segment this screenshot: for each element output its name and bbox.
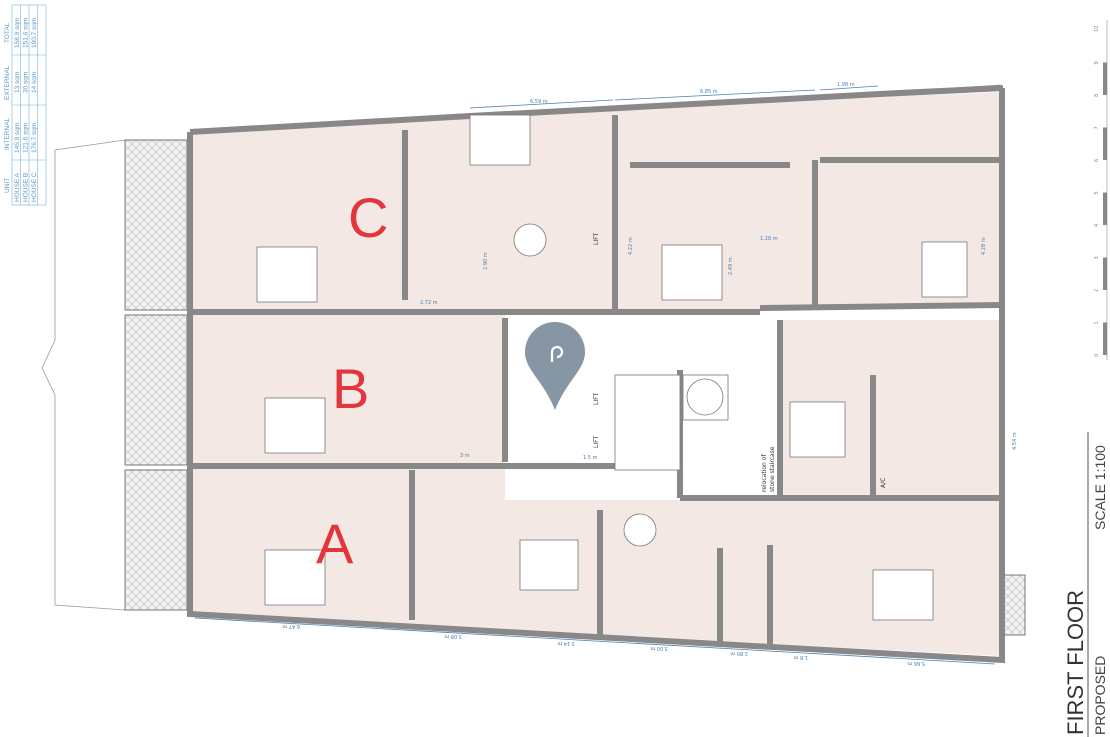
terrace-rear-a	[1002, 574, 1026, 636]
area-table: UNIT INTERNAL EXTERNAL TOTAL HOUSE A 145…	[4, 4, 47, 206]
ruler-segment	[1103, 192, 1107, 225]
dim-interior: 2.90 m	[483, 252, 489, 270]
dims-bottom: 6.47 m 3.08 m 3.14 m 3.00 m 2.80 m 1.8 m…	[282, 623, 925, 666]
ruler-tick-label: 7	[1094, 126, 1100, 129]
dim-bottom: 1.8 m	[793, 654, 808, 660]
dim-bottom: 3.00 m	[650, 645, 668, 651]
table-cell: 13 sqm	[14, 72, 21, 93]
table-cell: 190.7 sqm	[31, 18, 38, 48]
ruler-tick-label: 9	[1094, 61, 1100, 64]
scale-ruler: 0 1 2 3 4 5 6 7 8 9 10	[1094, 20, 1108, 360]
table-cell: HOUSE A	[14, 172, 21, 202]
house-a-floor	[190, 468, 1000, 656]
table-cell: 145.9 sqm	[14, 123, 21, 153]
dim-interior: 3 m	[460, 453, 470, 459]
relocation-label-2: stone staircase	[769, 446, 776, 492]
table-header-cell: TOTAL	[4, 22, 11, 43]
dim-interior: 1.28 m	[760, 236, 778, 242]
house-b-label: B	[332, 357, 369, 420]
dim-interior: 2.72 m	[420, 300, 438, 306]
dims-interior: 2.72 m 3 m 1.5 m 2.90 m 4.22 m 4.28 m 2.…	[420, 236, 1018, 461]
house-c-floor	[190, 92, 1002, 312]
table-cell: 30 sqm	[23, 72, 30, 93]
lift-label-b: LIFT	[593, 393, 600, 405]
house-a-label: A	[316, 512, 354, 575]
table-cell: HOUSE B	[23, 173, 30, 202]
ruler-tick-label: 10	[1094, 26, 1100, 32]
lift-label-a: LIFT	[593, 436, 600, 448]
table-row: HOUSE C 176.7 sqm 14 sqm 190.7 sqm	[31, 18, 38, 202]
ruler-tick-label: 0	[1094, 354, 1100, 357]
lift-label-c: LIFT	[593, 233, 600, 245]
table-cell: 14 sqm	[31, 72, 38, 93]
ruler-tick-label: 4	[1094, 224, 1100, 227]
ruler-tick-label: 5	[1094, 191, 1100, 194]
table-header-cell: EXTERNAL	[4, 65, 11, 100]
table-header: UNIT INTERNAL EXTERNAL TOTAL	[4, 22, 11, 193]
walls	[187, 85, 1005, 664]
drawing-subtitle: PROPOSED	[1092, 656, 1108, 735]
dim-bottom: 5.66 m	[907, 660, 925, 666]
dim-interior: 4.22 m	[628, 237, 634, 255]
table-row: HOUSE A 145.9 sqm 13 sqm 158.9 sqm	[14, 18, 21, 202]
dim-top-1: 6.59 m	[530, 99, 548, 105]
dim-interior: 1.5 m	[583, 455, 598, 461]
ruler-tick-label: 1	[1094, 321, 1100, 324]
ruler-segment	[1103, 322, 1107, 355]
location-pin-icon[interactable]	[525, 322, 585, 410]
dim-bottom: 6.47 m	[282, 623, 300, 629]
ruler-segment	[1103, 62, 1107, 95]
table-cell: 158.9 sqm	[14, 18, 21, 48]
title-block: FIRST FLOOR PROPOSED SCALE 1:100	[1063, 432, 1108, 737]
table-cell: 151.6 sqm	[23, 18, 30, 48]
house-c-label: C	[348, 186, 388, 249]
beds	[256, 241, 968, 621]
table-cell: HOUSE C	[31, 172, 38, 202]
dim-bottom: 3.14 m	[557, 640, 575, 646]
drawing-scale: SCALE 1:100	[1092, 445, 1108, 530]
terrace-front-a	[124, 469, 188, 611]
table-header-cell: UNIT	[4, 178, 11, 193]
dim-top-2: 6.85 m	[700, 89, 718, 95]
ac-label: A/C	[880, 478, 887, 488]
ruler-tick-label: 3	[1094, 256, 1100, 259]
terrace-front-b	[124, 314, 188, 466]
stairs	[469, 114, 729, 547]
ruler-tick-label: 8	[1094, 94, 1100, 97]
ruler-segment	[1103, 257, 1107, 290]
terrace-front-c	[124, 139, 188, 311]
dim-bottom: 2.80 m	[730, 650, 748, 656]
drawing-title: FIRST FLOOR	[1063, 590, 1088, 735]
dim-top-3: 1.98 m	[837, 82, 855, 88]
table-cell: 121.6 sqm	[23, 123, 30, 153]
table-cell: 176.7 sqm	[31, 123, 38, 153]
table-header-cell: INTERNAL	[4, 117, 11, 150]
ruler-tick-label: 6	[1094, 159, 1100, 162]
dim-interior: 4.54 m	[1012, 432, 1018, 450]
ruler-tick-label: 2	[1094, 289, 1100, 292]
dim-interior: 4.28 m	[981, 237, 987, 255]
dim-bottom: 3.08 m	[444, 633, 462, 639]
ruler-segment	[1103, 127, 1107, 160]
dim-interior: 2.49 m	[728, 257, 734, 275]
relocation-label-1: relocation of	[761, 454, 768, 492]
dimension-lines	[194, 85, 996, 665]
table-row: HOUSE B 121.6 sqm 30 sqm 151.6 sqm	[23, 18, 30, 202]
